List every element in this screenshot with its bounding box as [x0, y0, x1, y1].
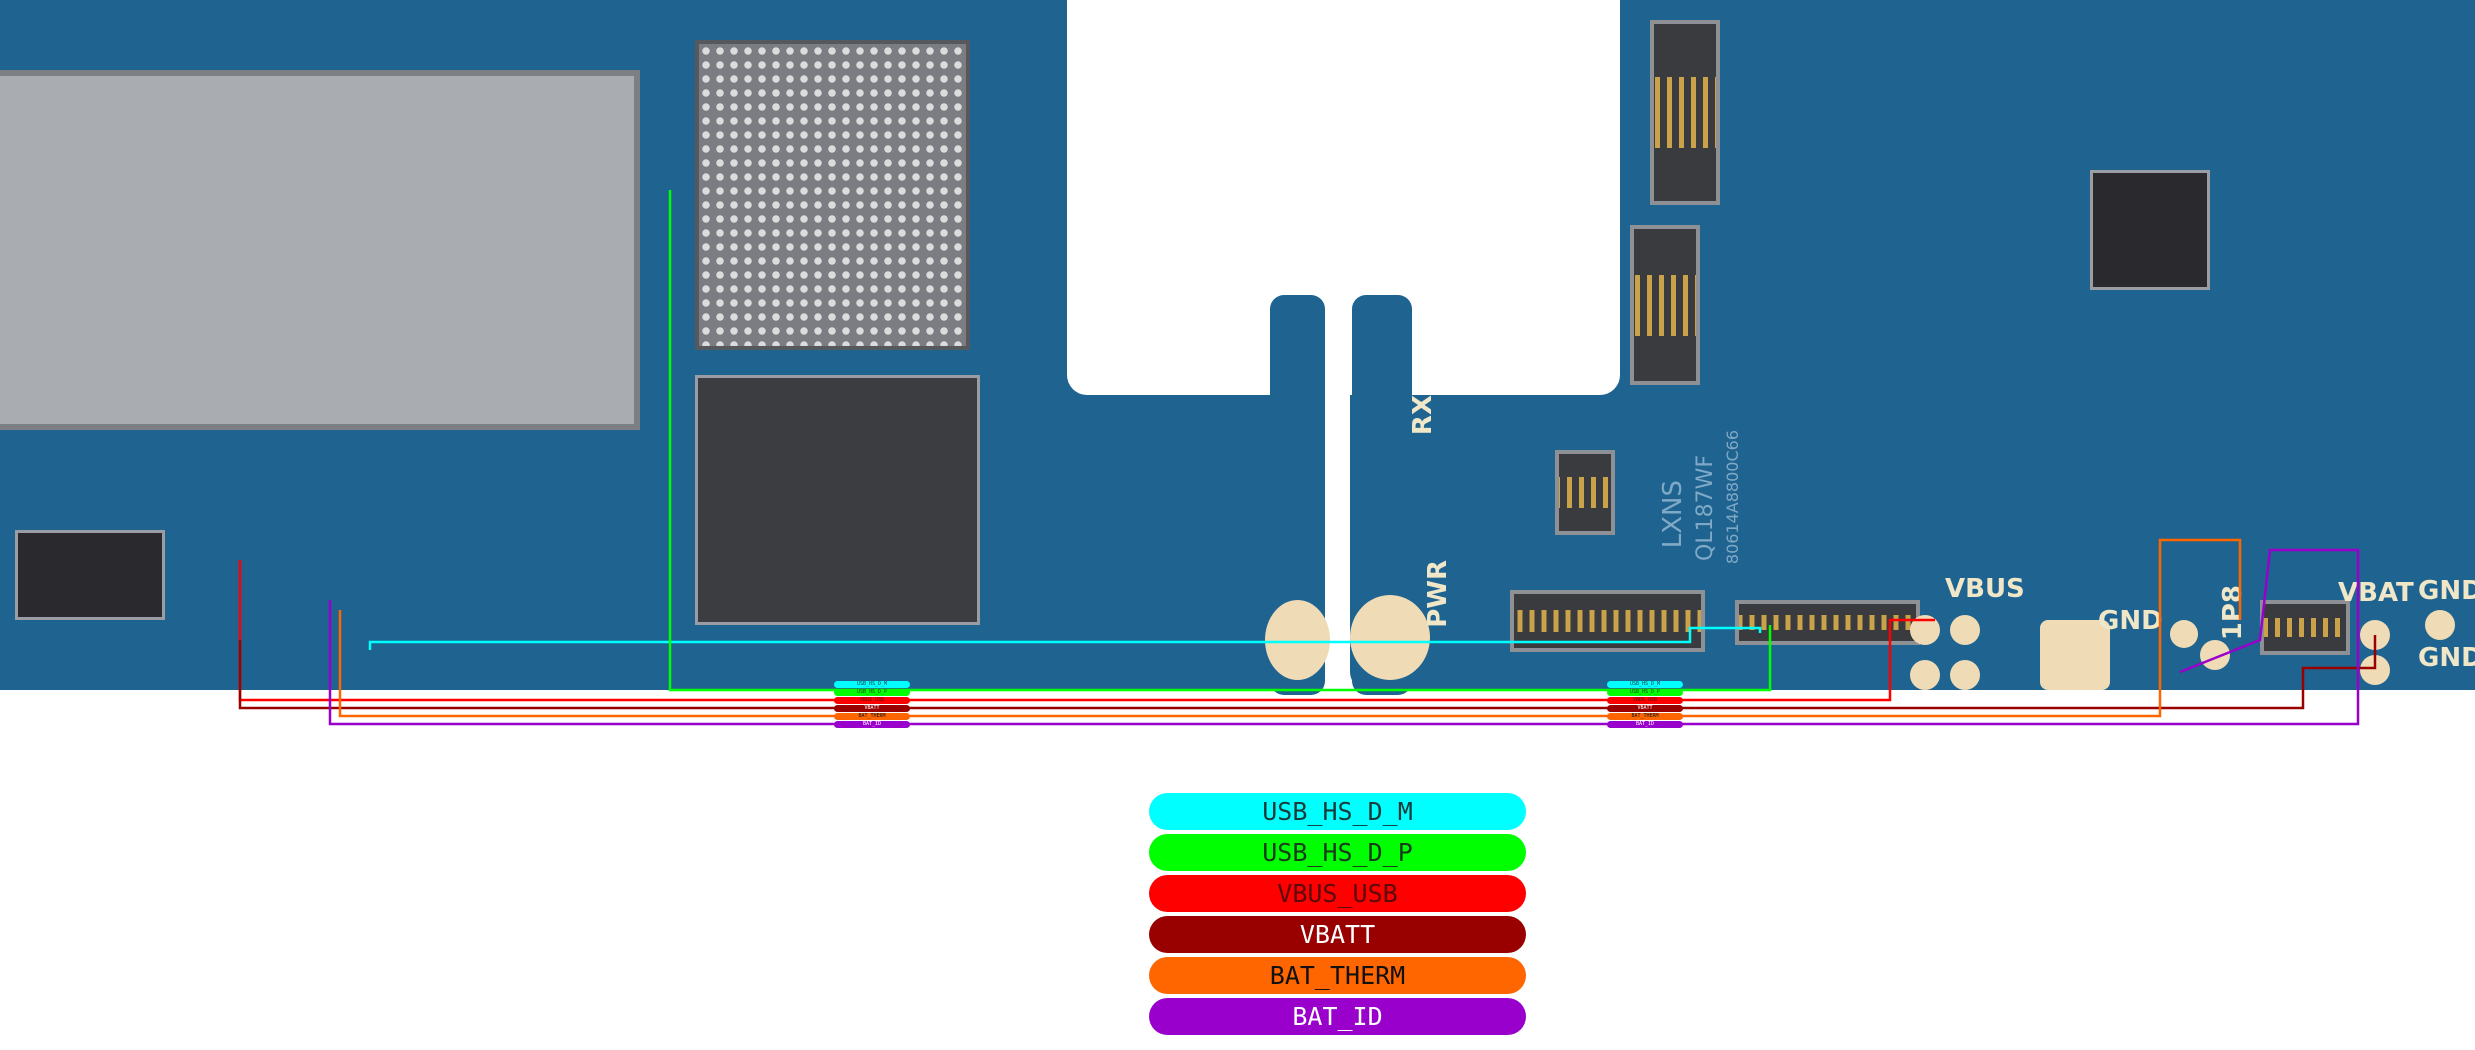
- connector-top-2: [1630, 225, 1700, 385]
- trace-bat-therm: [338, 538, 2242, 718]
- test-pad: [1950, 615, 1980, 645]
- legend-bat-id[interactable]: BAT_ID: [1149, 998, 1526, 1035]
- soc-chip: [695, 40, 970, 350]
- tag-vbus-usb: VBUS_USB: [1607, 697, 1683, 704]
- gnd-pad: [2425, 610, 2455, 640]
- memory-chip: [695, 375, 980, 625]
- pmic-chip: [2090, 170, 2210, 290]
- legend-bat-therm[interactable]: BAT_THERM: [1149, 957, 1526, 994]
- tag-bat-therm: BAT_THERM: [1607, 713, 1683, 720]
- test-pad: [1910, 660, 1940, 690]
- tag-usb-hs-d-m: USB_HS_D_M: [1607, 681, 1683, 688]
- tag-usb-hs-d-p: USB_HS_D_P: [834, 689, 910, 696]
- legend-vbus-usb[interactable]: VBUS_USB: [1149, 875, 1526, 912]
- 1p8-pad: [2170, 620, 2198, 648]
- legend-usb-hs-d-p[interactable]: USB_HS_D_P: [1149, 834, 1526, 871]
- screw-pad: [2040, 620, 2110, 690]
- legend-usb-hs-d-m[interactable]: USB_HS_D_M: [1149, 793, 1526, 830]
- tag-vbatt: VBATT: [1607, 705, 1683, 712]
- label-gnd: GND: [2418, 643, 2475, 673]
- tag-vbatt: VBATT: [834, 705, 910, 712]
- small-connector: [1555, 450, 1615, 535]
- screw-pad: [1350, 595, 1430, 680]
- ic-left: [15, 530, 165, 620]
- trace-vbus-usb: [238, 560, 1935, 702]
- trace-usb-hs-d-p: [668, 190, 1772, 692]
- tag-bat-id: BAT_ID: [834, 721, 910, 728]
- test-pad: [1950, 660, 1980, 690]
- legend-vbatt[interactable]: VBATT: [1149, 916, 1526, 953]
- trace-usb-hs-d-m: [368, 626, 1762, 650]
- connector-top-1: [1650, 20, 1720, 205]
- label-gnd: GND: [2418, 576, 2475, 606]
- tag-bat-therm: BAT_THERM: [834, 713, 910, 720]
- tag-vbus-usb: VBUS_USB: [834, 697, 910, 704]
- sim-tray: [0, 70, 640, 430]
- trace-vbatt: [238, 635, 2377, 710]
- pcb-board: VBUS GND VBAT GND GND 1P8 PWR RX LXNS QL…: [0, 0, 2475, 695]
- trace-bat-id: [328, 548, 2360, 726]
- board-notch: [1270, 0, 1410, 295]
- label-gnd: GND: [2098, 606, 2163, 636]
- screw-pad: [1265, 600, 1330, 680]
- label-vbus: VBUS: [1945, 574, 2025, 604]
- label-vbat: VBAT: [2338, 578, 2414, 608]
- tag-usb-hs-d-p: USB_HS_D_P: [1607, 689, 1683, 696]
- tag-usb-hs-d-m: USB_HS_D_M: [834, 681, 910, 688]
- tag-bat-id: BAT_ID: [1607, 721, 1683, 728]
